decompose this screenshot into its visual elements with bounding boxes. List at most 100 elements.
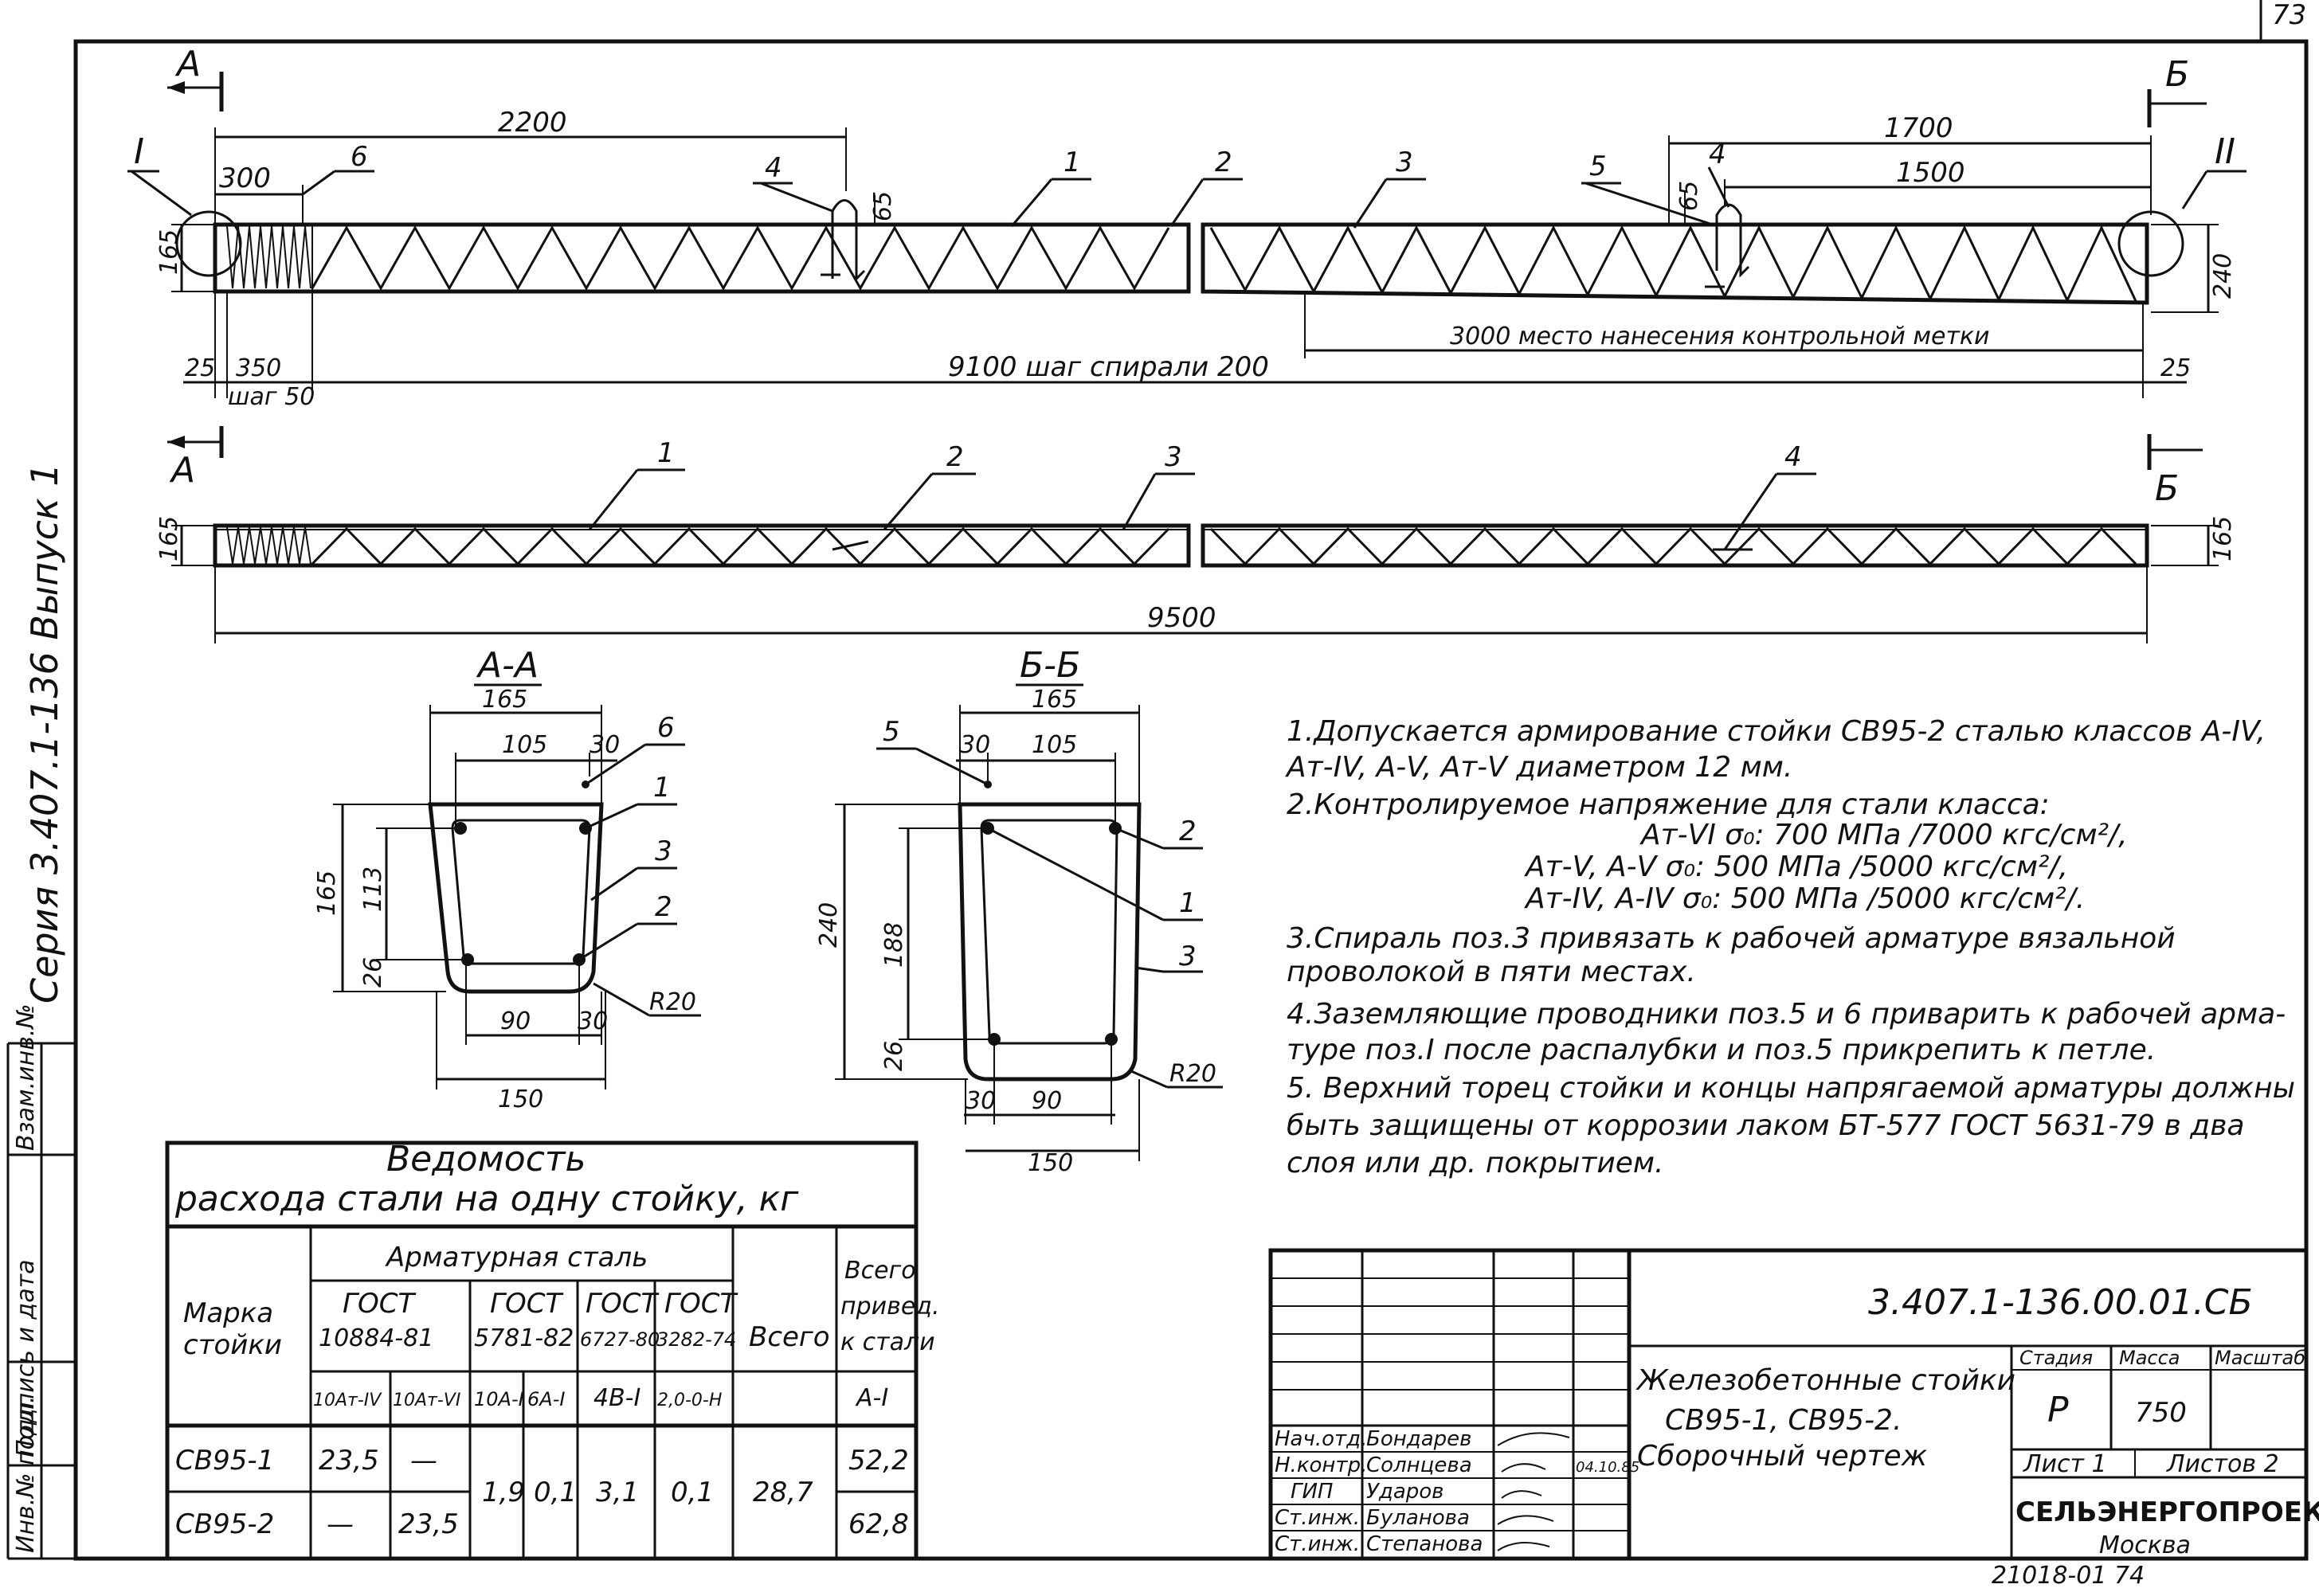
aa-r20: R20 — [649, 988, 696, 1016]
bb-dim-90: 90 — [1032, 1087, 1062, 1115]
stamp-sign-date: Подпись и дата — [12, 1260, 40, 1458]
steel-row-2-c1: — — [327, 1508, 354, 1540]
note-5a: 5. Верхний торец стойки и концы напрягае… — [1287, 1072, 2295, 1105]
staff-role-4: Ст.инж. — [1275, 1506, 1360, 1530]
steel-row-1-reduced: 52,2 — [848, 1445, 909, 1477]
stamp-vzam-inv: Взам.инв.№ — [12, 1003, 40, 1151]
aa-dim-30-bot: 30 — [578, 1007, 608, 1035]
bottom-section-b: Б — [2155, 468, 2179, 509]
steel-col-mark-1: Марка — [183, 1297, 273, 1329]
top-view: А Б I II 2200 — [127, 44, 2247, 411]
section-aa: А-А 165 105 30 6 1 3 2 R20 16 — [313, 645, 701, 1113]
aa-dim-105: 105 — [502, 731, 547, 759]
note-4b: туре поз.I после распалубки и поз.5 прик… — [1287, 1034, 2156, 1066]
bb-r20: R20 — [1169, 1060, 1216, 1088]
steel-gost-2b: 5781-82 — [474, 1324, 574, 1352]
mass-value: 750 — [2135, 1397, 2187, 1429]
top-section-a: А — [174, 44, 201, 84]
steel-col-reduced-2: привед. — [840, 1293, 940, 1320]
steel-col-reduced-4: А-I — [855, 1384, 888, 1412]
sheet-value: Лист 1 — [2023, 1450, 2107, 1478]
aa-dim-113: 113 — [359, 866, 387, 912]
steel-row-1-c1: 23,5 — [319, 1445, 379, 1477]
steel-gost-3b: 6727-80 — [580, 1328, 660, 1351]
steel-sub-3: 10А-I — [474, 1388, 524, 1410]
steel-row-1-mark: СВ95-1 — [175, 1445, 274, 1477]
note-5c: слоя или др. покрытием. — [1287, 1147, 1664, 1179]
dim-65b: 65 — [1675, 181, 1703, 211]
stamp-inv-podl: Инв.№ подл. — [12, 1396, 40, 1553]
stage-header: Стадия — [2019, 1347, 2093, 1369]
bb-dim-26: 26 — [880, 1041, 908, 1071]
dim-300: 300 — [219, 162, 271, 194]
dim-9500: 9500 — [1147, 602, 1216, 634]
staff-name-5: Степанова — [1366, 1532, 1483, 1556]
steel-col-reduced-3: к стали — [840, 1328, 935, 1356]
doc-desc-2: СВ95-1, СВ95-2. — [1665, 1404, 1902, 1437]
aa-pos-1: 1 — [653, 772, 671, 804]
staff-role-3: ГИП — [1291, 1480, 1334, 1504]
steel-shared-c6: 0,1 — [671, 1477, 714, 1508]
dim-65a: 65 — [869, 191, 897, 221]
top-pos-2: 2 — [1215, 147, 1232, 178]
org-city: Москва — [2099, 1531, 2191, 1559]
bottom-dim-165b: 165 — [2209, 516, 2237, 561]
steel-shared-total: 28,7 — [753, 1477, 813, 1508]
steel-gost-2a: ГОСТ — [490, 1288, 563, 1320]
steel-shared-c3: 1,9 — [482, 1477, 525, 1508]
aa-dim-165-side: 165 — [313, 870, 341, 916]
top-pos-4b: 4 — [1709, 139, 1726, 170]
staff-role-5: Ст.инж. — [1275, 1532, 1360, 1556]
sheet-frame — [73, 39, 2309, 1561]
steel-gost-1a: ГОСТ — [343, 1288, 416, 1320]
bottom-pos-2: 2 — [946, 441, 964, 473]
steel-gost-1b: 10884-81 — [319, 1324, 433, 1352]
doc-desc-3: Сборочный чертеж — [1637, 1440, 1928, 1473]
staff-name-4: Буланова — [1366, 1506, 1470, 1530]
aa-dim-165-top: 165 — [482, 686, 527, 714]
aa-dim-90: 90 — [500, 1007, 531, 1035]
note-2: 2.Контролируемое напряжение для стали кл… — [1287, 788, 2050, 821]
dim-step-50: шаг 50 — [228, 383, 315, 411]
steel-table-title-1: Ведомость — [386, 1139, 586, 1179]
top-pos-4a: 4 — [765, 152, 782, 184]
staff-role-1: Нач.отд. — [1275, 1427, 1367, 1451]
steel-shared-c4: 0,1 — [534, 1477, 577, 1508]
steel-gost-3a: ГОСТ — [586, 1288, 659, 1320]
steel-sub-1: 10Ат-IV — [313, 1391, 382, 1410]
bottom-section-a: А — [169, 450, 195, 491]
org-name: СЕЛЬЭНЕРГОПРОЕКТ — [2015, 1496, 2319, 1528]
steel-sub-6: 2,0-0-Н — [657, 1391, 722, 1410]
dim-1700: 1700 — [1884, 112, 1953, 144]
archive-number: 21018-01 74 — [1992, 1562, 2145, 1590]
note-1a: 1.Допускается армирование стойки СВ95-2 … — [1287, 715, 2266, 748]
steel-col-mark-2: стойки — [183, 1329, 282, 1361]
steel-gost-4a: ГОСТ — [664, 1288, 738, 1320]
steel-col-total: Всего — [749, 1321, 830, 1353]
steel-row-2-mark: СВ95-2 — [175, 1508, 274, 1540]
notes-block: 1.Допускается армирование стойки СВ95-2 … — [1285, 715, 2295, 1179]
aa-pos-6: 6 — [657, 712, 675, 744]
doc-code: 3.407.1-136.00.01.СБ — [1868, 1282, 2253, 1323]
top-dim-240: 240 — [2209, 253, 2237, 299]
mass-header: Масса — [2119, 1347, 2180, 1369]
dim-25b: 25 — [2160, 354, 2191, 382]
dim-350: 350 — [236, 354, 281, 382]
title-block: Нач.отд. Бондарев Н.контр. Солнцева 04.1… — [1268, 1248, 2319, 1561]
steel-sub-5: 4В-I — [593, 1384, 640, 1412]
bb-pos-1: 1 — [1179, 887, 1197, 919]
aa-dim-30-top: 30 — [590, 731, 620, 759]
steel-shared-c5: 3,1 — [596, 1477, 639, 1508]
aa-pos-3: 3 — [655, 835, 672, 867]
bb-dim-165-top: 165 — [1032, 686, 1077, 714]
steel-table-title-2: расхода стали на одну стойку, кг — [174, 1179, 799, 1219]
note-2-iv: Ат-IV, А-IV σ₀: 500 МПа /5000 кгс/см²/. — [1524, 882, 2085, 915]
bb-pos-2: 2 — [1179, 816, 1197, 847]
bb-dim-240: 240 — [815, 902, 843, 948]
steel-row-1-c2: — — [410, 1445, 437, 1477]
series-label: Серия 3.407.1-136 Выпуск 1 — [23, 463, 66, 1003]
steel-row-2-reduced: 62,8 — [848, 1508, 909, 1540]
note-2-vi: Ат-VI σ₀: 700 МПа /7000 кгс/см²/, — [1639, 819, 2128, 851]
bb-dim-30-bot: 30 — [966, 1087, 996, 1115]
bottom-pos-1: 1 — [657, 437, 675, 469]
